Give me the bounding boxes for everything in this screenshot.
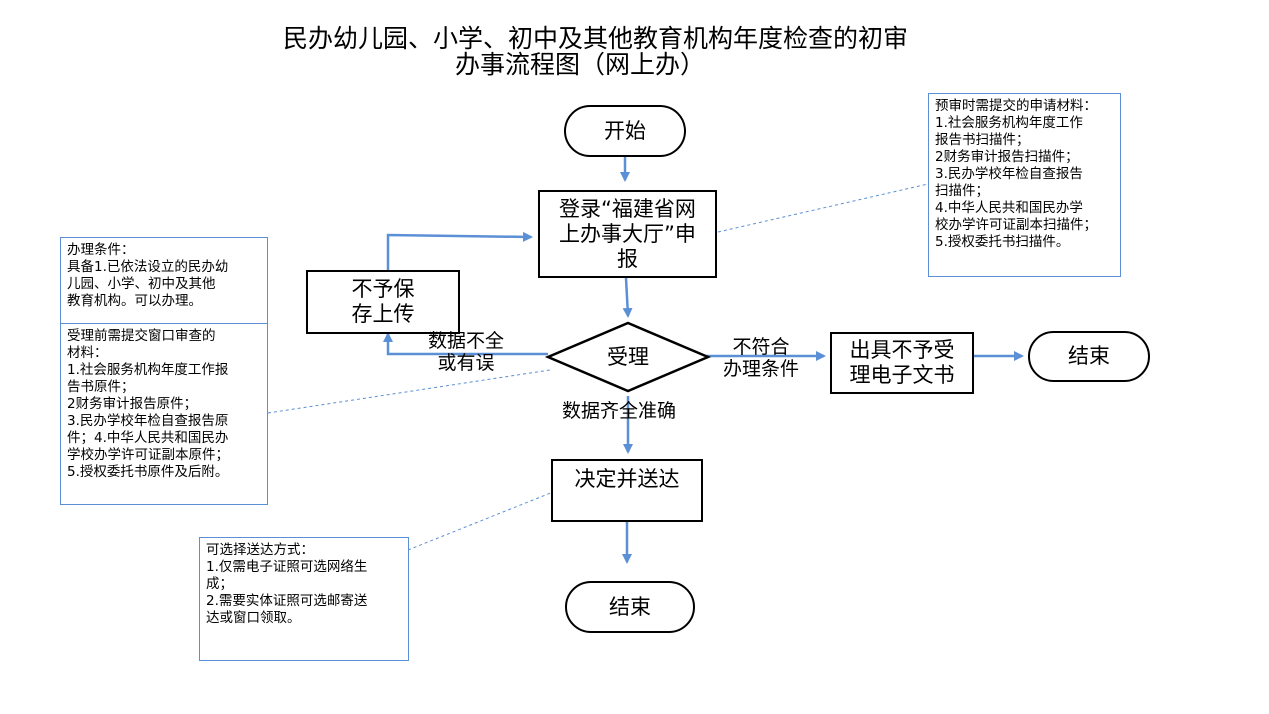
- login-node-line: 登录“福建省网: [559, 196, 696, 221]
- callout-leader-window-materials: [267, 369, 551, 414]
- note-pre-review-materials: 预审时需提交的申请材料： 1.社会服务机构年度工作 报告书扫描件； 2财务审计报…: [928, 93, 1121, 277]
- arrow-login-to-review: [622, 277, 633, 318]
- note-line: 可选择送达方式：: [206, 542, 314, 558]
- note-line: 1.仅需电子证照可选网络生: [206, 559, 368, 575]
- decide-node-label: 决定并送达: [574, 467, 680, 491]
- reject-save-node-line: 存上传: [351, 302, 415, 326]
- callout-leader-delivery: [407, 491, 554, 551]
- note-conditions: 办理条件： 具备1.已依法设立的民办幼 儿园、小学、初中及其他 教育机构。可以办…: [60, 237, 268, 324]
- reject-save-node-line: 不予保: [351, 277, 415, 301]
- decide-node: 决定并送达: [551, 459, 703, 522]
- note-line: 成；: [206, 576, 233, 592]
- end-node-bottom: 结束: [565, 581, 695, 633]
- login-node-line: 报: [617, 246, 638, 271]
- arrow-reject-to-login: [386, 231, 533, 270]
- notice-node: 出具不予受 理电子文书: [830, 332, 974, 394]
- edge-label-not-qualified-line: 办理条件: [723, 358, 800, 380]
- reject-save-node: 不予保 存上传: [306, 270, 460, 334]
- note-line: 扫描件；: [935, 183, 989, 199]
- note-line: 达或窗口领取。: [206, 610, 301, 626]
- end-node-right: 结束: [1028, 331, 1150, 382]
- login-node-line: 上办事大厅”申: [559, 221, 696, 246]
- arrow-review-to-reject: [383, 332, 548, 356]
- note-line: 1.社会服务机构年度工作报: [67, 362, 229, 378]
- login-node: 登录“福建省网 上办事大厅”申 报: [538, 190, 717, 278]
- note-line: 4.中华人民共和国民办学: [935, 200, 1083, 216]
- end-node-bottom-label: 结束: [609, 594, 651, 619]
- edge-label-incomplete-line: 数据不全: [428, 330, 505, 352]
- notice-node-line: 出具不予受: [849, 338, 955, 362]
- note-line: 2财务审计报告扫描件；: [935, 149, 1079, 165]
- note-line: 具备1.已依法设立的民办幼: [67, 259, 229, 275]
- note-line: 受理前需提交窗口审查的: [67, 328, 216, 344]
- edge-label-complete: 数据齐全准确: [562, 400, 677, 422]
- end-node-right-label: 结束: [1068, 344, 1110, 368]
- note-line: 办理条件：: [67, 242, 135, 258]
- note-line: 报告书扫描件；: [935, 132, 1030, 148]
- review-decision-diamond: [544, 321, 712, 393]
- note-line: 告书原件；: [67, 379, 135, 395]
- diagram-title-line2: 办事流程图（网上办）: [455, 50, 706, 79]
- edge-label-incomplete: 数据不全 或有误: [428, 330, 504, 374]
- edge-label-not-qualified: 不符合 办理条件: [723, 336, 799, 380]
- note-line: 2财务审计报告原件；: [67, 396, 198, 412]
- edge-label-incomplete-line: 或有误: [437, 352, 495, 374]
- note-line: 教育机构。可以办理。: [67, 293, 202, 309]
- note-line: 预审时需提交的申请材料：: [935, 98, 1097, 114]
- start-node: 开始: [564, 105, 686, 157]
- edge-label-not-qualified-line: 不符合: [732, 336, 790, 358]
- review-node-label-box: 受理: [548, 323, 708, 391]
- note-line: 1.社会服务机构年度工作: [935, 115, 1083, 131]
- note-line: 3.民办学校年检自查报告: [935, 166, 1083, 182]
- review-node-label: 受理: [607, 344, 649, 369]
- diagram-title-line1: 民办幼儿园、小学、初中及其他教育机构年度检查的初审: [283, 24, 909, 53]
- note-line: 校办学许可证副本扫描件；: [935, 217, 1097, 233]
- notice-node-line: 理电子文书: [849, 363, 955, 387]
- note-line: 2.需要实体证照可选邮寄送: [206, 593, 368, 609]
- note-line: 5.授权委托书扫描件。: [935, 234, 1070, 250]
- note-delivery-options: 可选择送达方式： 1.仅需电子证照可选网络生 成； 2.需要实体证照可选邮寄送 …: [199, 537, 409, 661]
- note-line: 5.授权委托书原件及后附。: [67, 464, 229, 480]
- note-window-materials: 受理前需提交窗口审查的 材料： 1.社会服务机构年度工作报 告书原件； 2财务审…: [60, 323, 268, 505]
- note-line: 儿园、小学、初中及其他: [67, 276, 216, 292]
- note-line: 学校办学许可证副本原件；: [67, 447, 229, 463]
- note-line: 3.民办学校年检自查报告原: [67, 413, 229, 429]
- callout-leader-pre-review: [717, 183, 929, 233]
- start-node-label: 开始: [604, 118, 646, 143]
- note-line: 材料：: [67, 345, 108, 361]
- note-line: 件；4.中华人民共和国民办: [67, 430, 229, 446]
